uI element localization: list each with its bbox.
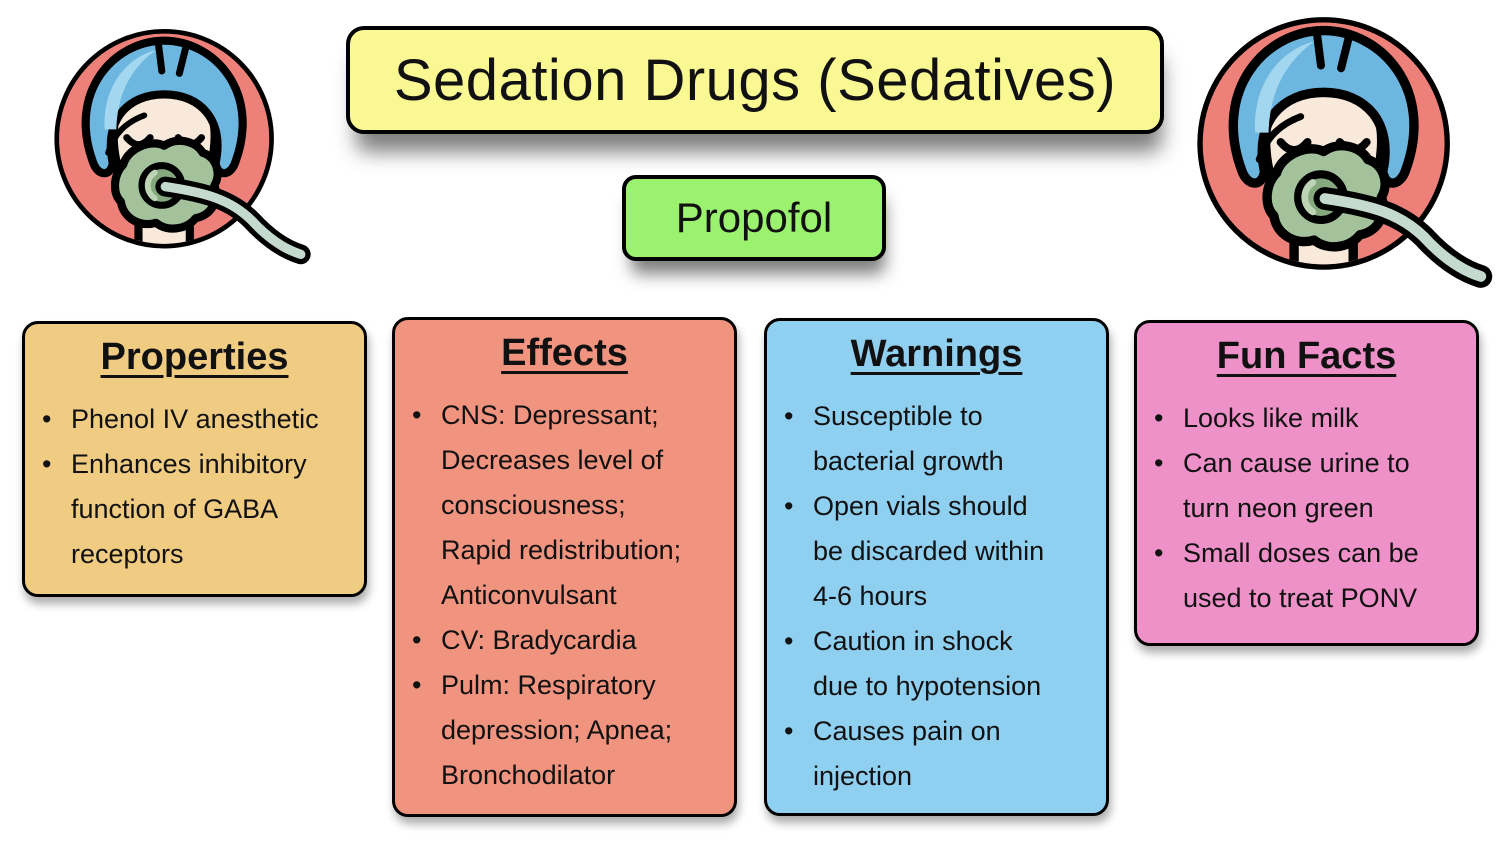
card-list: Phenol IV anesthetic Enhances inhibitory… bbox=[25, 397, 364, 577]
list-item: Open vials should be discarded within 4-… bbox=[767, 484, 1106, 619]
drug-badge: Propofol bbox=[622, 175, 886, 261]
title-banner: Sedation Drugs (Sedatives) bbox=[346, 26, 1164, 134]
list-item: Susceptible to bacterial growth bbox=[767, 394, 1106, 484]
list-item: Causes pain on injection bbox=[767, 709, 1106, 799]
list-item: Enhances inhibitory function of GABA rec… bbox=[25, 442, 364, 577]
card-properties: Properties Phenol IV anesthetic Enhances… bbox=[22, 321, 367, 597]
card-effects: Effects CNS: Depressant; Decreases level… bbox=[392, 317, 737, 817]
page-title: Sedation Drugs (Sedatives) bbox=[393, 47, 1117, 113]
card-title: Fun Facts bbox=[1216, 335, 1397, 377]
card-title: Properties bbox=[100, 336, 289, 378]
sedated-patient-icon bbox=[1196, 9, 1500, 298]
list-item: CV: Bradycardia bbox=[395, 618, 734, 663]
card-warnings: Warnings Susceptible to bacterial growth… bbox=[764, 318, 1109, 816]
card-fun-facts: Fun Facts Looks like milk Can cause urin… bbox=[1134, 320, 1479, 646]
card-title: Effects bbox=[501, 332, 628, 374]
list-item: Looks like milk bbox=[1137, 396, 1476, 441]
list-item: CNS: Depressant; Decreases level of cons… bbox=[395, 393, 734, 618]
card-list: Looks like milk Can cause urine to turn … bbox=[1137, 396, 1476, 621]
list-item: Can cause urine to turn neon green bbox=[1137, 441, 1476, 531]
drug-name: Propofol bbox=[675, 194, 833, 241]
card-title: Warnings bbox=[850, 333, 1023, 375]
list-item: Small doses can be used to treat PONV bbox=[1137, 531, 1476, 621]
card-list: Susceptible to bacterial growth Open via… bbox=[767, 394, 1106, 799]
list-item: Caution in shock due to hypotension bbox=[767, 619, 1106, 709]
list-item: Pulm: Respiratory depression; Apnea; Bro… bbox=[395, 663, 734, 798]
card-list: CNS: Depressant; Decreases level of cons… bbox=[395, 393, 734, 798]
sedated-patient-icon bbox=[53, 22, 322, 273]
list-item: Phenol IV anesthetic bbox=[25, 397, 364, 442]
